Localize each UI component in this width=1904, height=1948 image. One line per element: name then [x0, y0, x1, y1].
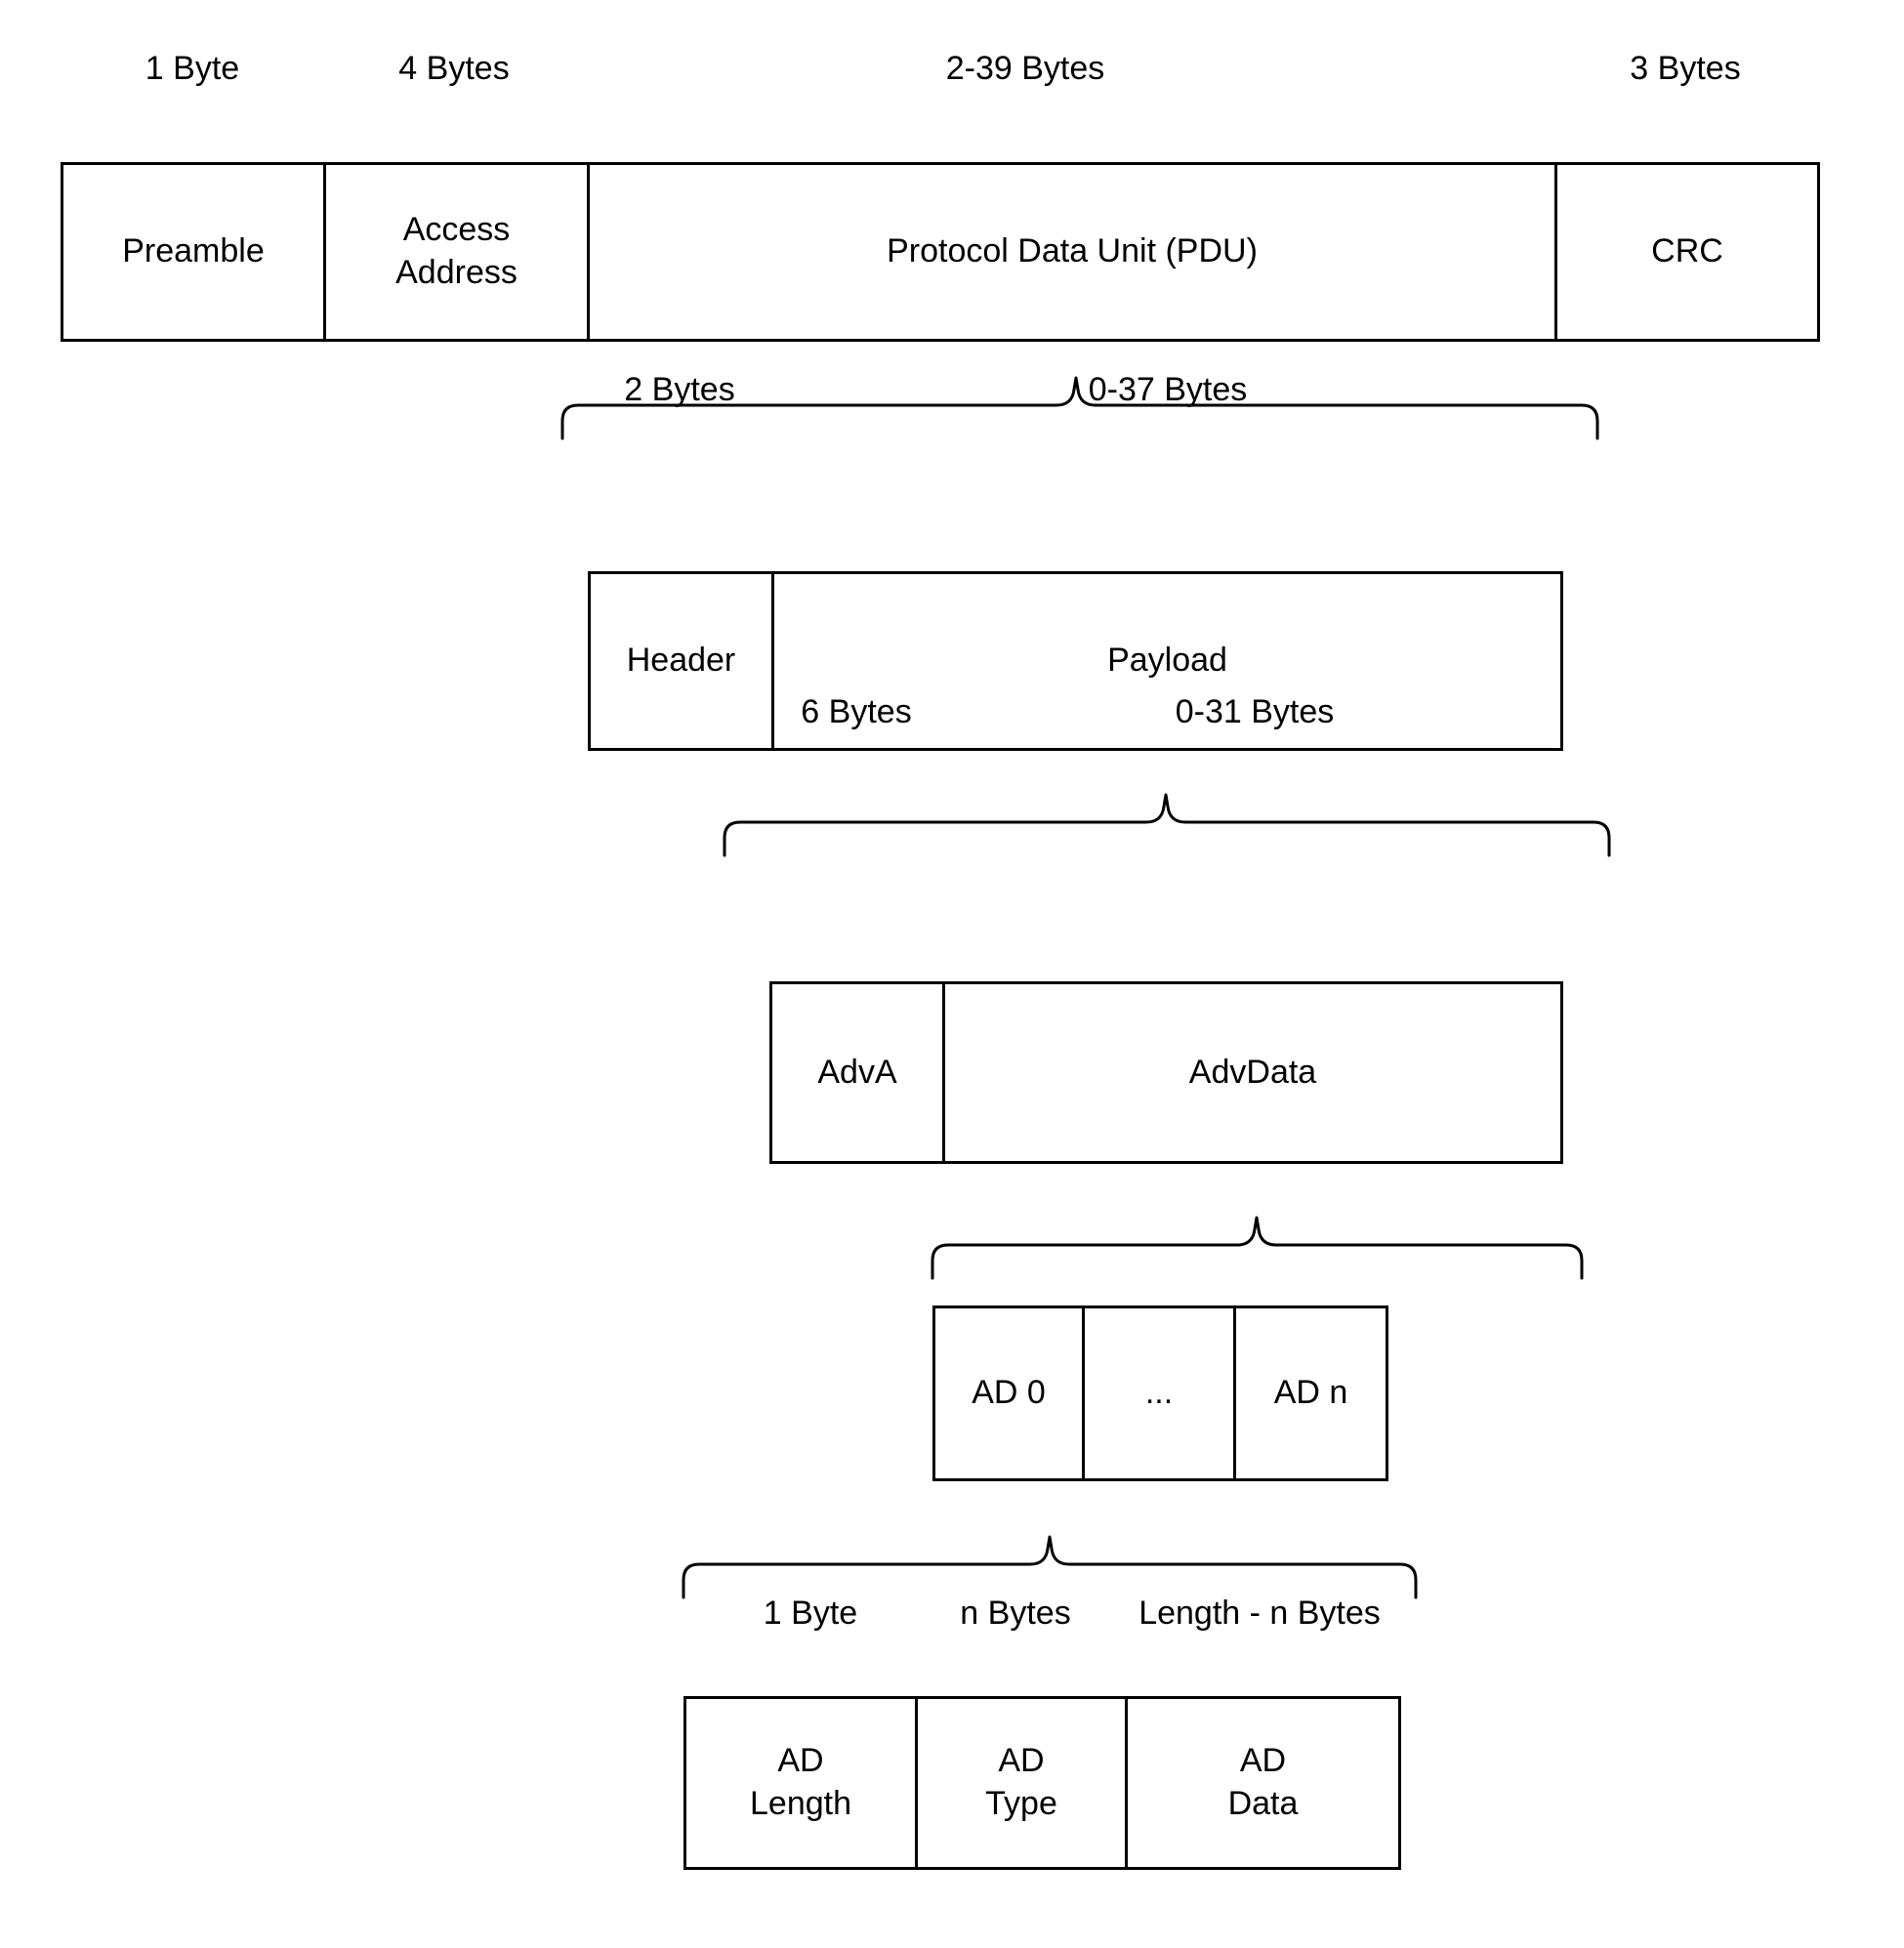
size-label-access-address: 4 Bytes — [398, 50, 510, 87]
field-advdata: AdvData — [942, 981, 1563, 1164]
size-label-advdata: 0-31 Bytes — [1175, 693, 1335, 730]
field-ad-0: AD 0 — [932, 1306, 1085, 1481]
field-ad-data: AD Data — [1125, 1696, 1401, 1870]
field-adva: AdvA — [769, 981, 945, 1164]
field-header: Header — [588, 571, 774, 751]
field-ad-length: AD Length — [683, 1696, 918, 1870]
size-label-ad-length: 1 Byte — [763, 1595, 858, 1632]
size-label-adva: 6 Bytes — [801, 693, 912, 730]
size-label-crc: 3 Bytes — [1630, 50, 1741, 87]
field-payload: Payload — [771, 571, 1563, 751]
field-ad-n: AD n — [1233, 1306, 1388, 1481]
size-label-payload: 0-37 Bytes — [1088, 371, 1248, 408]
field-preamble: Preamble — [61, 162, 326, 342]
size-label-header: 2 Bytes — [624, 371, 735, 408]
field-ad-ellipsis: ... — [1082, 1306, 1236, 1481]
brace-pdu-expansion — [560, 374, 1599, 442]
field-protocol-data-unit: Protocol Data Unit (PDU) — [587, 162, 1557, 342]
size-label-pdu: 2-39 Bytes — [945, 50, 1105, 87]
field-ad-type: AD Type — [915, 1696, 1128, 1870]
field-crc: CRC — [1554, 162, 1820, 342]
brace-ad-expansion — [682, 1533, 1418, 1601]
size-label-preamble: 1 Byte — [145, 50, 240, 87]
size-label-ad-data: Length - n Bytes — [1138, 1595, 1381, 1632]
size-label-ad-type: n Bytes — [960, 1595, 1071, 1632]
brace-advdata-expansion — [931, 1214, 1584, 1282]
brace-payload-expansion — [723, 791, 1611, 859]
field-access-address: Access Address — [323, 162, 590, 342]
